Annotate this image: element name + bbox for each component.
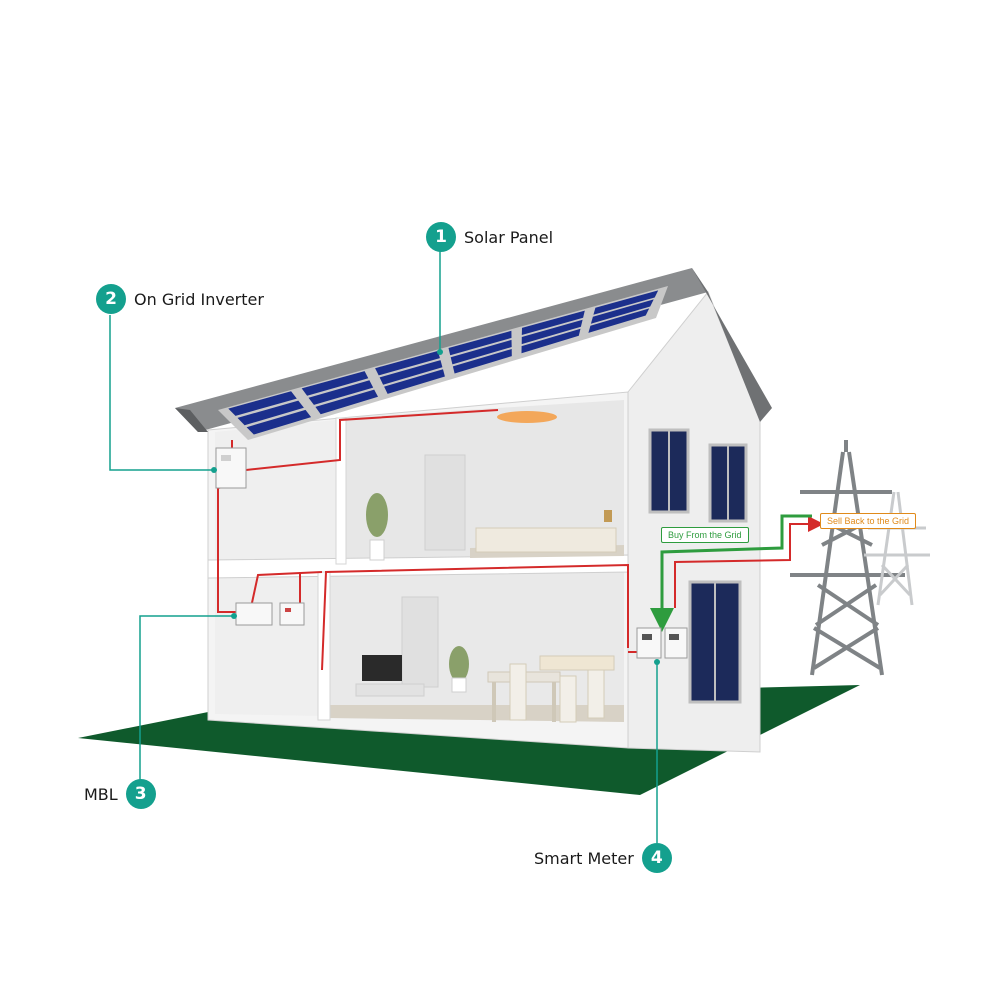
callout-number-badge: 2: [96, 284, 126, 314]
solar-panel-grid: [228, 290, 659, 435]
mbl-unit: [235, 602, 273, 626]
callout-smart-meter: 4 Smart Meter: [534, 843, 672, 873]
furniture: [355, 411, 617, 723]
solar-panel-module: [521, 319, 583, 345]
buy-flow-line: [650, 514, 812, 632]
solar-panel-module: [448, 330, 512, 356]
solar-panel-module: [593, 290, 659, 315]
smart-meter-unit: [636, 627, 662, 659]
sell-back-to-grid-label: Sell Back to the Grid: [820, 513, 917, 529]
solar-panel-module: [521, 310, 585, 335]
solar-panel-module: [384, 369, 445, 394]
solar-panel-module: [588, 308, 650, 333]
callout-solar-panel: 1 Solar Panel: [426, 222, 553, 252]
solar-panel-module: [379, 360, 443, 385]
callout-number-badge: 4: [641, 843, 672, 873]
solar-panel-module: [246, 409, 312, 435]
transmission-tower: [790, 440, 905, 676]
solar-panel-module: [301, 371, 369, 396]
callout-leaders: [109, 250, 658, 843]
solar-panel-module: [237, 400, 304, 426]
callout-label: Solar Panel: [464, 227, 554, 247]
solar-panel-module: [450, 339, 512, 365]
solar-panel-module: [308, 380, 374, 405]
callout-label: On Grid Inverter: [134, 289, 264, 309]
solar-panel-module: [228, 391, 297, 416]
solar-panel-module: [315, 389, 378, 415]
solar-panel-module: [590, 299, 654, 324]
solar-panel-module: [375, 350, 440, 376]
solar-panel-module: [452, 349, 512, 374]
buy-from-grid-label: Buy From the Grid: [661, 527, 749, 543]
callout-label: MBL: [84, 784, 118, 804]
callout-number-badge: 1: [426, 222, 456, 252]
solar-panel-array: [218, 286, 668, 440]
callout-label: Smart Meter: [534, 848, 634, 868]
callout-on-grid-inverter: 2 On Grid Inverter: [96, 284, 264, 314]
callout-mbl: 3 MBL: [84, 779, 156, 809]
side-windows: [648, 428, 748, 704]
solar-panel-module: [521, 328, 581, 354]
equipment: [215, 447, 688, 659]
on-grid-inverter-unit: [215, 447, 247, 489]
callout-number-badge: 3: [125, 779, 156, 809]
